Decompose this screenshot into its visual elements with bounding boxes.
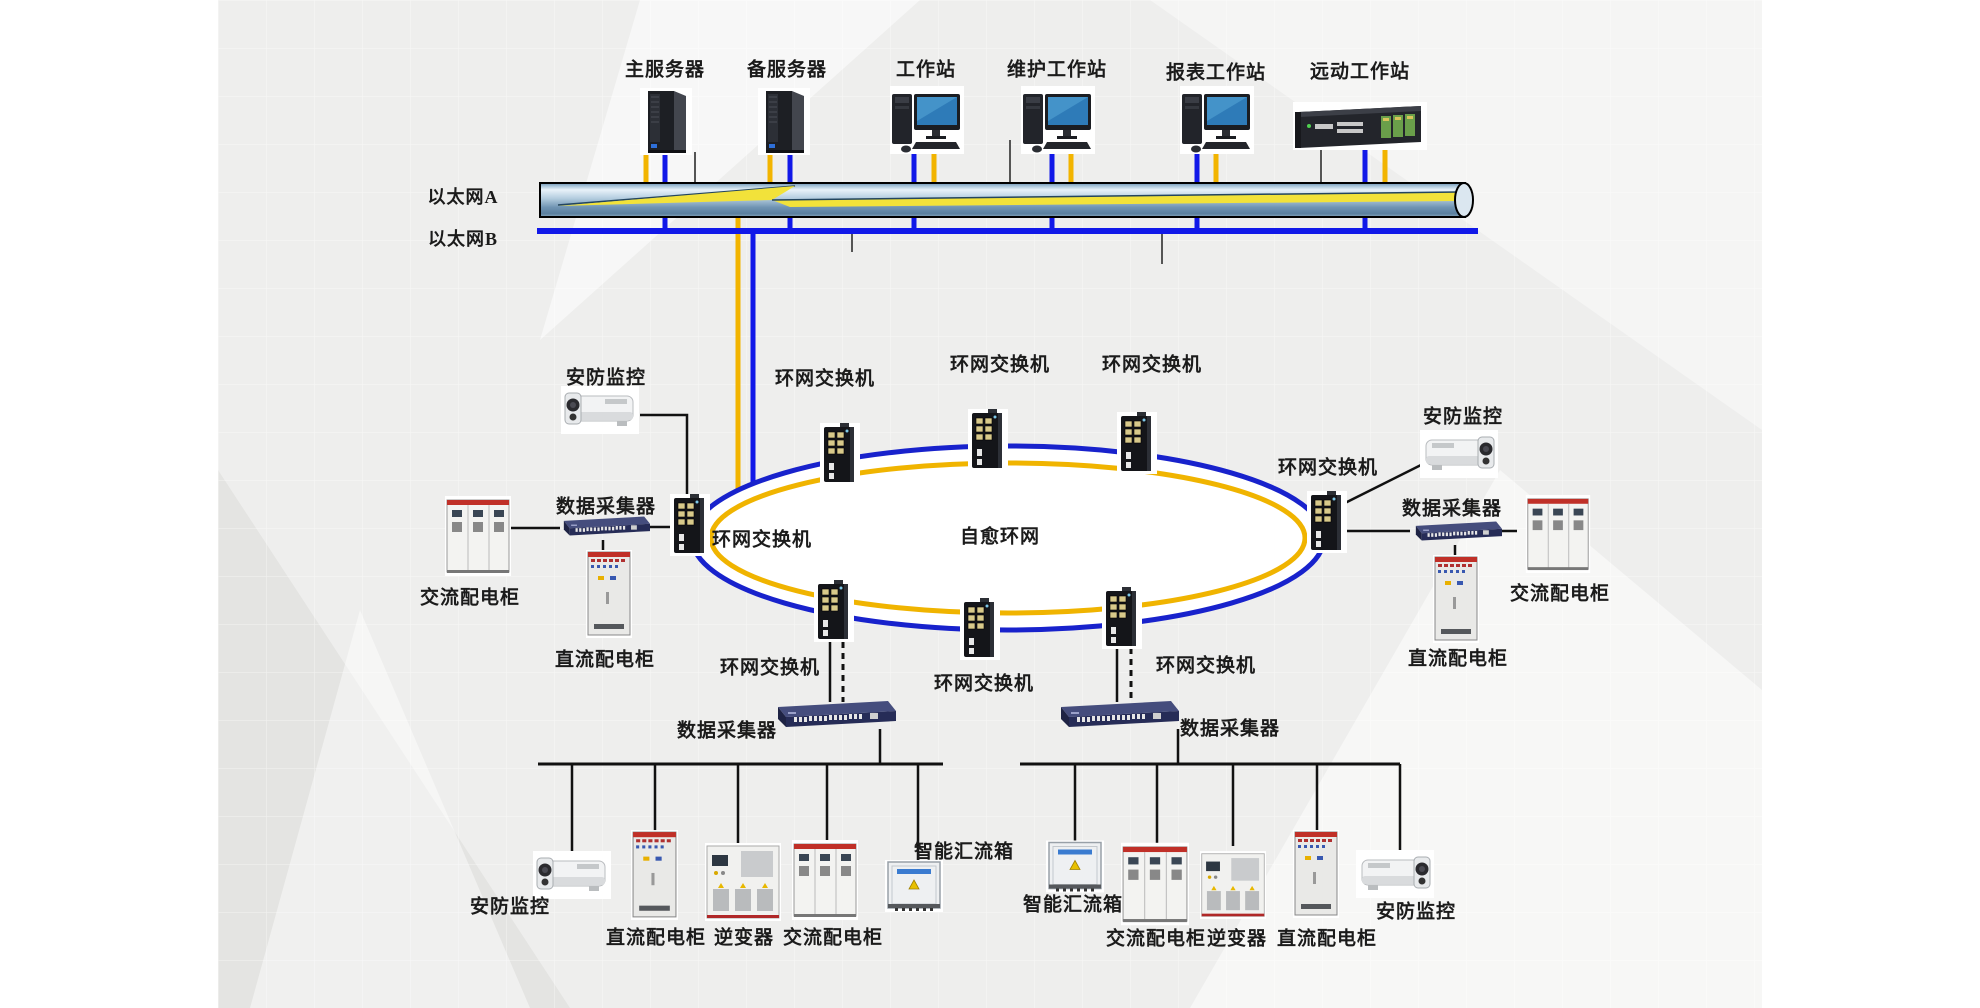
gray-service-lines [694, 140, 1322, 264]
label-ac-cabinet-bottom-right: 交流配电柜 [1105, 928, 1207, 950]
label-ring-switch-bottom-right: 环网交换机 [1155, 655, 1257, 677]
label-dc-cabinet-bottom-right: 直流配电柜 [1276, 928, 1378, 950]
ac-cabinet-left [445, 496, 511, 576]
ring-yellow [708, 460, 1308, 616]
label-remote-workstation: 远动工作站 [1309, 61, 1411, 83]
label-data-collector-bottom-right: 数据采集器 [1179, 718, 1281, 740]
workstation-device [890, 86, 964, 154]
label-main-server: 主服务器 [624, 59, 706, 81]
label-maintenance-workstation: 维护工作站 [1006, 59, 1108, 81]
data-collector-bottom-left [770, 699, 896, 729]
ring-switch-bottom-left [814, 580, 854, 642]
ring-switch-bottom-center [960, 598, 1000, 660]
label-ring-switch-top-left: 环网交换机 [774, 368, 876, 390]
dc-cabinet-bottom-right [1293, 827, 1339, 921]
security-camera-left [561, 386, 639, 434]
label-ac-cabinet-right: 交流配电柜 [1509, 583, 1611, 605]
label-ring-switch-bottom-center: 环网交换机 [933, 673, 1035, 695]
remote-workstation-device [1293, 102, 1427, 150]
label-backup-server: 备服务器 [746, 59, 828, 81]
data-collector-right [1410, 519, 1502, 543]
label-camera-bottom-right: 安防监控 [1375, 901, 1457, 923]
backup-server-device [758, 88, 810, 155]
black-links [508, 413, 1517, 764]
lightning-bolt [558, 186, 795, 206]
label-combiner-box-bottom-left: 智能汇流箱 [913, 841, 1015, 863]
ac-cabinet-right [1515, 495, 1601, 573]
label-inverter-bottom-left: 逆变器 [713, 927, 775, 949]
label-combiner-box-bottom-right: 智能汇流箱 [1022, 894, 1124, 916]
label-camera-bottom-left: 安防监控 [469, 896, 551, 918]
main-server-device [640, 88, 692, 155]
security-camera-right [1420, 430, 1498, 478]
label-ac-cabinet-bottom-left: 交流配电柜 [782, 927, 884, 949]
label-ring-switch-top-right: 环网交换机 [1101, 354, 1203, 376]
label-workstation: 工作站 [895, 59, 957, 81]
label-dc-cabinet-bottom-left: 直流配电柜 [605, 927, 707, 949]
maintenance-workstation-device [1021, 86, 1095, 154]
security-camera-bottom-right [1356, 850, 1434, 898]
label-ring-switch-bottom-left: 环网交换机 [719, 657, 821, 679]
ac-cabinet-bottom-left [791, 840, 859, 920]
ac-cabinet-bottom-right [1121, 841, 1189, 927]
label-report-workstation: 报表工作站 [1165, 62, 1267, 84]
dashed-links [841, 642, 1133, 702]
label-ac-cabinet-left: 交流配电柜 [419, 587, 521, 609]
data-collector-bottom-right [1053, 699, 1179, 729]
label-camera-right: 安防监控 [1422, 406, 1504, 428]
ring-switch-bottom-right [1102, 587, 1142, 649]
inverter-bottom-left [705, 843, 781, 921]
dc-cabinet-left [586, 550, 632, 638]
label-ring-switch-left: 环网交换机 [711, 529, 813, 551]
label-data-collector-right: 数据采集器 [1401, 498, 1503, 520]
report-workstation-device [1180, 86, 1254, 154]
label-inverter-bottom-right: 逆变器 [1206, 928, 1268, 950]
ring-switch-top-left [820, 423, 860, 485]
combiner-box-bottom-left [885, 860, 943, 912]
field-bus-drops [570, 764, 1402, 862]
inverter-bottom-right [1200, 844, 1266, 926]
label-ethernet-b: 以太网B [427, 229, 499, 249]
combiner-box-bottom-right [1046, 840, 1104, 893]
ring-switch-right [1307, 491, 1347, 553]
label-camera-left: 安防监控 [565, 367, 647, 389]
pipe-end-cap [1454, 182, 1474, 218]
lightning-bolt-tail [772, 192, 1458, 207]
label-dc-cabinet-right: 直流配电柜 [1407, 648, 1509, 670]
label-dc-cabinet-left: 直流配电柜 [554, 649, 656, 671]
ring-switch-top-center [968, 409, 1008, 471]
label-ethernet-a: 以太网A [427, 187, 499, 207]
label-ring-switch-right: 环网交换机 [1277, 457, 1379, 479]
label-data-collector-bottom-left: 数据采集器 [676, 720, 778, 742]
label-self-healing-ring: 自愈环网 [959, 526, 1041, 548]
ethernet-a-drops [643, 150, 1388, 183]
dc-cabinet-bottom-left [631, 829, 678, 921]
ring-switch-top-right [1117, 412, 1157, 474]
dc-cabinet-right [1433, 555, 1479, 643]
ring-switch-left [670, 494, 710, 556]
ethernet-a-pipe [539, 182, 1474, 218]
label-ring-switch-top-center: 环网交换机 [949, 354, 1051, 376]
label-data-collector-left: 数据采集器 [555, 496, 657, 518]
